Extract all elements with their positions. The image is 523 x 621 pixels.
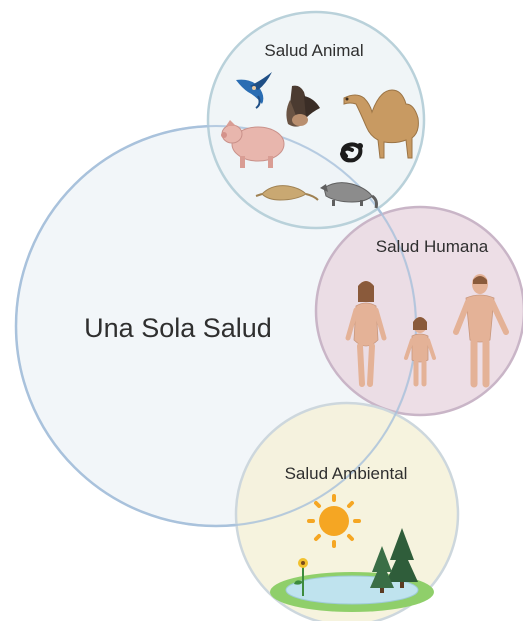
pangolin-icon [255,185,319,201]
swallow-icon [236,72,272,109]
salud-humana-label: Salud Humana [376,237,489,256]
camel-icon [343,89,419,159]
center-title: Una Sola Salud [84,313,272,343]
child-icon [404,317,436,387]
man-icon [453,274,509,388]
sun-icon [307,494,361,548]
salud-ambiental-label: Salud Ambiental [285,464,408,483]
woman-icon [345,281,387,387]
civet-icon [320,182,378,209]
bat-icon [286,85,320,127]
salud-animal-label: Salud Animal [264,41,363,60]
snake-icon [339,142,363,163]
salud-animal-circle [206,10,426,230]
pig-icon [221,120,285,168]
pine-tree-icon [370,528,418,593]
sunflower-icon [294,558,308,596]
